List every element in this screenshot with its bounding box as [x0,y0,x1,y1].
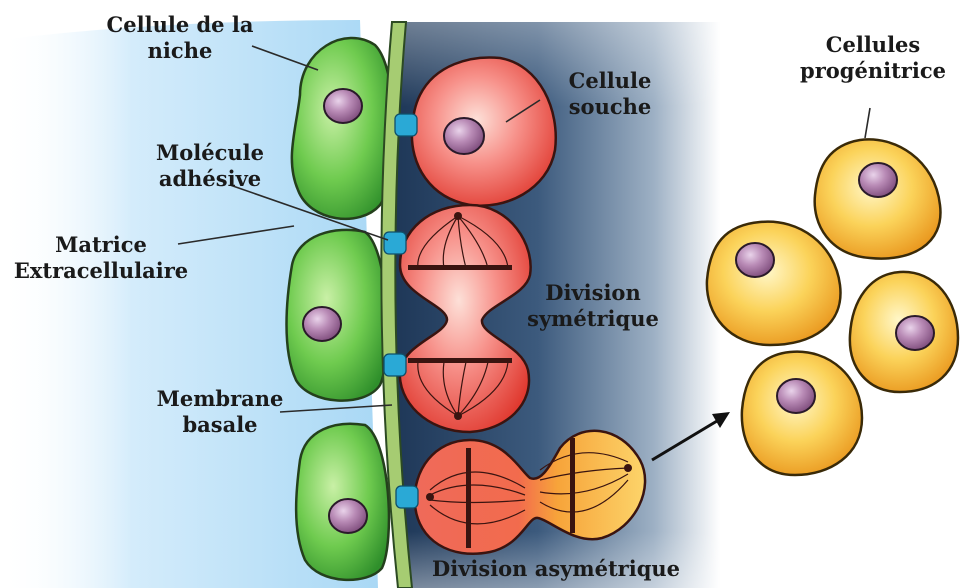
label-extracellular-matrix: Matrice Extracellulaire [2,232,200,284]
label-asymmetric-division: Division asymétrique [432,556,680,582]
niche-cell-bottom [296,424,389,580]
nucleus [329,499,367,533]
label-niche-cell-line2: niche [80,38,280,64]
progenitor-cell [850,272,958,392]
nucleus [896,316,934,350]
nucleus [444,118,484,154]
nucleus [736,243,774,277]
progenitor-cell [742,352,862,475]
nucleus [859,163,897,197]
label-basement-membrane: Membrane basale [150,386,290,438]
progenitor-cell [707,222,841,345]
adhesion-molecule [396,486,418,508]
label-adhesion-molecule: Molécule adhésive [130,140,290,192]
label-progenitor-cells-line2: progénitrice [788,58,958,84]
niche-cell-top [292,38,394,219]
label-stem-cell: Cellule souche [540,68,680,120]
label-basement-membrane-line2: basale [150,412,290,438]
label-extracellular-matrix-line2: Extracellulaire [2,258,200,284]
leader-line-progenitor [865,108,870,138]
label-stem-cell-line1: Cellule [540,68,680,94]
label-symmetric-division-line1: Division [518,280,668,306]
niche-cell-middle [287,230,388,401]
stem-cell [412,57,556,205]
nucleus [777,379,815,413]
label-extracellular-matrix-line1: Matrice [2,232,200,258]
label-progenitor-cells-line1: Cellules [788,32,958,58]
nucleus [303,307,341,341]
adhesion-molecule [384,232,406,254]
label-niche-cell-line1: Cellule de la [80,12,280,38]
label-stem-cell-line2: souche [540,94,680,120]
label-symmetric-division: Division symétrique [518,280,668,332]
label-niche-cell: Cellule de la niche [80,12,280,64]
nucleus [324,89,362,123]
label-progenitor-cells: Cellules progénitrice [788,32,958,84]
label-basement-membrane-line1: Membrane [150,386,290,412]
label-symmetric-division-line2: symétrique [518,306,668,332]
progenitor-cell [815,139,941,258]
adhesion-molecule [384,354,406,376]
adhesion-molecule [395,114,417,136]
label-adhesion-molecule-line2: adhésive [130,166,290,192]
label-adhesion-molecule-line1: Molécule [130,140,290,166]
